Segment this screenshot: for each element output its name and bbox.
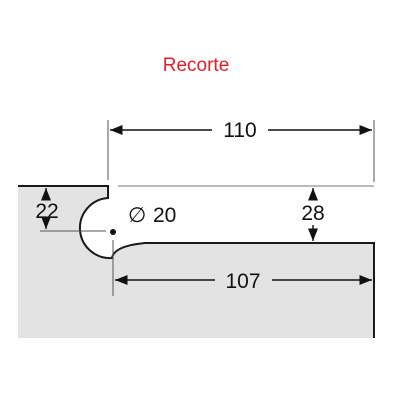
plate-outline: [18, 185, 375, 338]
dimension-label-28: 28: [301, 202, 324, 225]
plate-shape: [18, 186, 374, 338]
diagram-title: Recorte: [163, 55, 230, 76]
hole-center-point: [110, 229, 116, 235]
dimension-label-22: 22: [35, 200, 58, 223]
dimension-label-20: 20: [153, 204, 176, 227]
dimension-label-107: 107: [225, 270, 260, 293]
diameter-symbol: ∅: [128, 204, 146, 227]
dimension-label-110: 110: [223, 119, 256, 142]
